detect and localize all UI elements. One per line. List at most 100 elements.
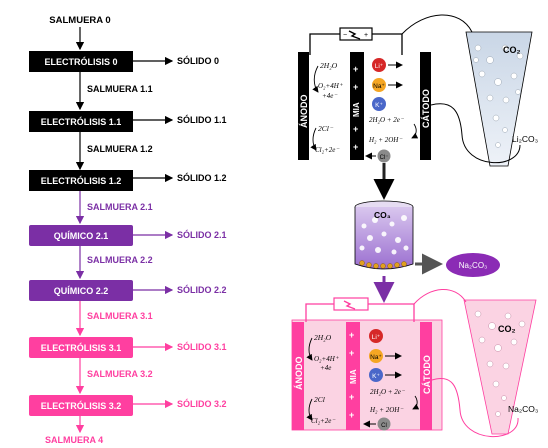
- beaker-body: [354, 207, 414, 270]
- reaction-text: 2Cl: [314, 395, 325, 404]
- brine-output-label: SALMUERA 4: [45, 435, 103, 445]
- gas-label: CO₃: [374, 210, 391, 220]
- electrolysis-cell-top: − + ÁNODO CÁTODO MIA + + + + 2H₂O O₂+4H⁺…: [298, 14, 538, 200]
- reaction-text: 2H₂O: [314, 333, 332, 342]
- solid-label: SÓLIDO 2.2: [177, 284, 227, 295]
- plus-sign: +: [353, 64, 358, 74]
- precipitation-beaker: CO₃ Na₂CO₃: [354, 200, 500, 303]
- plus-sign: +: [349, 348, 354, 358]
- brine-label: SALMUERA 1.1: [87, 84, 153, 94]
- potassium-ion-icon: [369, 368, 383, 382]
- reaction-text: H₂ + 2OH⁻: [368, 136, 403, 144]
- wire: [401, 14, 473, 35]
- wire: [430, 103, 521, 164]
- reaction-text: +4e: [320, 364, 331, 372]
- brine-label: SALMUERA 3.2: [87, 369, 153, 379]
- ion-label: Na⁺: [373, 83, 385, 90]
- ion-label: Li⁺: [372, 334, 381, 341]
- process-label: ELECTRÓLISIS 0: [44, 56, 117, 67]
- process-box-electrolysis-1-1: [29, 111, 133, 132]
- process-box-electrolysis-0: [29, 51, 133, 72]
- reaction-text: Cl₂+2e⁻: [315, 146, 340, 154]
- product-label: Na₂CO₃: [459, 261, 488, 270]
- chloride-ion-icon: [377, 149, 391, 163]
- anode-electrode: [298, 52, 309, 160]
- ion-label: K⁺: [375, 102, 383, 109]
- process-box-electrolysis-1-2: [29, 170, 133, 191]
- reaction-text: H₂ + 2OH⁻: [369, 406, 404, 414]
- reaction-text: Cl₂+2e⁻: [311, 417, 336, 425]
- ion-label: Cl⁻: [380, 155, 389, 161]
- gas-label: CO₂: [498, 324, 516, 334]
- solid-label: SÓLIDO 2.1: [177, 229, 227, 240]
- product-label: Li₂CO₃: [512, 134, 538, 144]
- brine-input-label: SALMUERA 0: [49, 15, 110, 26]
- svg-text:−: −: [343, 32, 347, 39]
- plus-sign: +: [353, 142, 358, 152]
- gas-bubbles: [474, 310, 526, 417]
- solid-label: SÓLIDO 1.2: [177, 172, 227, 183]
- process-box-electrolysis-3-1: [29, 337, 133, 358]
- process-box-chemical-2-2: [29, 280, 133, 301]
- process-label: QUÍMICO 2.2: [54, 286, 109, 296]
- cathode-label: CÁTODO: [421, 89, 431, 128]
- chloride-ion-icon: [377, 417, 391, 431]
- membrane: [346, 322, 360, 430]
- precipitate: [359, 260, 407, 269]
- process-label: ELECTRÓLISIS 3.2: [41, 400, 122, 411]
- cathode-electrode: [420, 322, 432, 430]
- anode-label: ÁNODO: [294, 357, 304, 391]
- reaction-text: O₂+4H⁺: [314, 355, 340, 363]
- brine-label: SALMUERA 1.2: [87, 144, 153, 154]
- reaction-text: O₂+4H⁺: [318, 82, 344, 90]
- ion-label: Na⁺: [370, 354, 382, 361]
- ion-label: Li⁺: [375, 63, 384, 70]
- product-blob: [446, 253, 500, 277]
- ion-label: K⁺: [372, 373, 380, 380]
- ion-label: Cl: [381, 423, 387, 429]
- membrane-label: MIA: [349, 369, 358, 384]
- anode-electrode: [292, 322, 304, 430]
- lithium-ion-icon: [369, 329, 383, 343]
- potassium-ion-icon: [372, 97, 386, 111]
- gas-bubbles: [473, 44, 524, 148]
- plus-sign: +: [353, 82, 358, 92]
- membrane-label: MIA: [352, 102, 361, 117]
- product-label: Na₂CO₃: [508, 404, 538, 414]
- solid-label: SÓLIDO 0: [177, 55, 219, 66]
- electrolysis-cell-bottom: ÁNODO CÁTODO MIA + + + + 2H₂O O₂+4H⁺ +4e…: [291, 289, 538, 438]
- process-label: ELECTRÓLISIS 1.2: [41, 175, 122, 186]
- gas-funnel: [465, 31, 533, 167]
- brine-label: SALMUERA 2.1: [87, 202, 153, 212]
- wire: [413, 289, 467, 305]
- svg-text:+: +: [364, 32, 368, 39]
- lithium-ion-icon: [372, 58, 386, 72]
- brine-label: SALMUERA 2.2: [87, 255, 153, 265]
- cathode-electrode: [420, 52, 431, 160]
- bubbles: [359, 215, 409, 255]
- cell-background: [291, 319, 443, 431]
- reaction-text: 2Cl⁻: [318, 124, 334, 133]
- cathode-label: CÁTODO: [422, 355, 432, 394]
- flow-diagram: SALMUERA 0 ELECTRÓLISIS 0 SÓLIDO 0 SALMU…: [29, 15, 227, 445]
- plus-sign: +: [353, 124, 358, 134]
- sodium-ion-icon: [372, 78, 386, 92]
- wire: [431, 378, 519, 438]
- anode-label: ÁNODO: [299, 95, 309, 129]
- process-label: ELECTRÓLISIS 3.1: [41, 342, 122, 353]
- membrane: [350, 52, 364, 160]
- reaction-text: +4e⁻: [322, 92, 338, 100]
- plus-sign: +: [349, 410, 354, 420]
- reaction-text: 2H₂O + 2e⁻: [369, 116, 405, 124]
- solid-label: SÓLIDO 1.1: [177, 114, 227, 125]
- reaction-text: 2H₂O: [320, 61, 338, 70]
- reaction-text: 2H₂O + 2e⁻: [370, 388, 406, 396]
- process-box-electrolysis-3-2: [29, 395, 133, 416]
- solid-label: SÓLIDO 3.1: [177, 341, 227, 352]
- sodium-ion-icon: [369, 349, 383, 363]
- process-box-chemical-2-1: [29, 225, 133, 246]
- brine-label: SALMUERA 3.1: [87, 311, 153, 321]
- plus-sign: +: [349, 330, 354, 340]
- plus-sign: +: [349, 392, 354, 402]
